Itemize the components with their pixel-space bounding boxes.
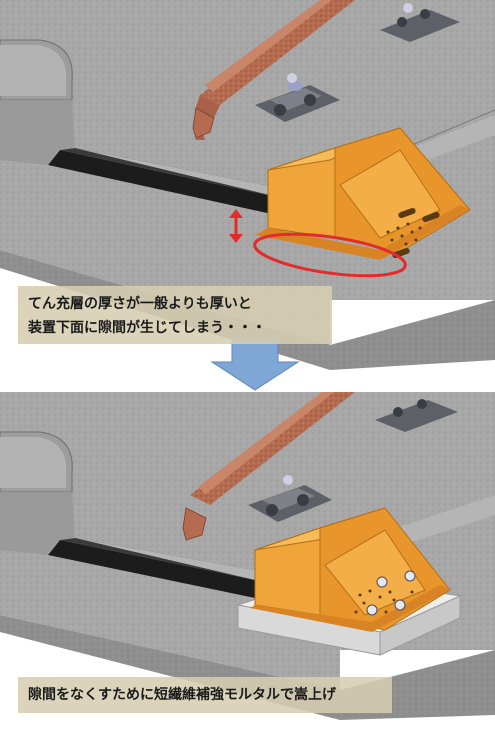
gap-groove-bottom [48,540,255,598]
fastener-top-1 [255,73,340,122]
double-arrow-icon [229,209,243,243]
bottom-panel [0,392,495,720]
stopper-device-bottom [250,507,451,632]
caption-after: 隙間をなくすために短繊維補強モルタルで嵩上げ [18,677,392,713]
caption-before-line2: 装置下面に隙間が生じてしまう・・・ [28,320,266,336]
red-ellipse-icon [253,232,407,278]
caption-before-line1: てん充層の厚さが一般よりも厚いと [28,296,252,312]
caption-after-text: 隙間をなくすために短繊維補強モルタルで嵩上げ [28,687,336,703]
fastener-top-2 [380,3,460,42]
rail-bottom [182,392,355,541]
stopper-device-top [255,127,471,260]
fastener-bottom-2 [375,399,458,432]
fastener-bottom-1 [248,475,332,522]
slab-surface-top [0,0,495,345]
slab-front-face-top [0,250,495,370]
top-panel [0,0,495,370]
rail-top [192,0,355,140]
caption-before: てん充層の厚さが一般よりも厚いと 装置下面に隙間が生じてしまう・・・ [18,286,332,344]
gap-groove-top [48,150,290,218]
